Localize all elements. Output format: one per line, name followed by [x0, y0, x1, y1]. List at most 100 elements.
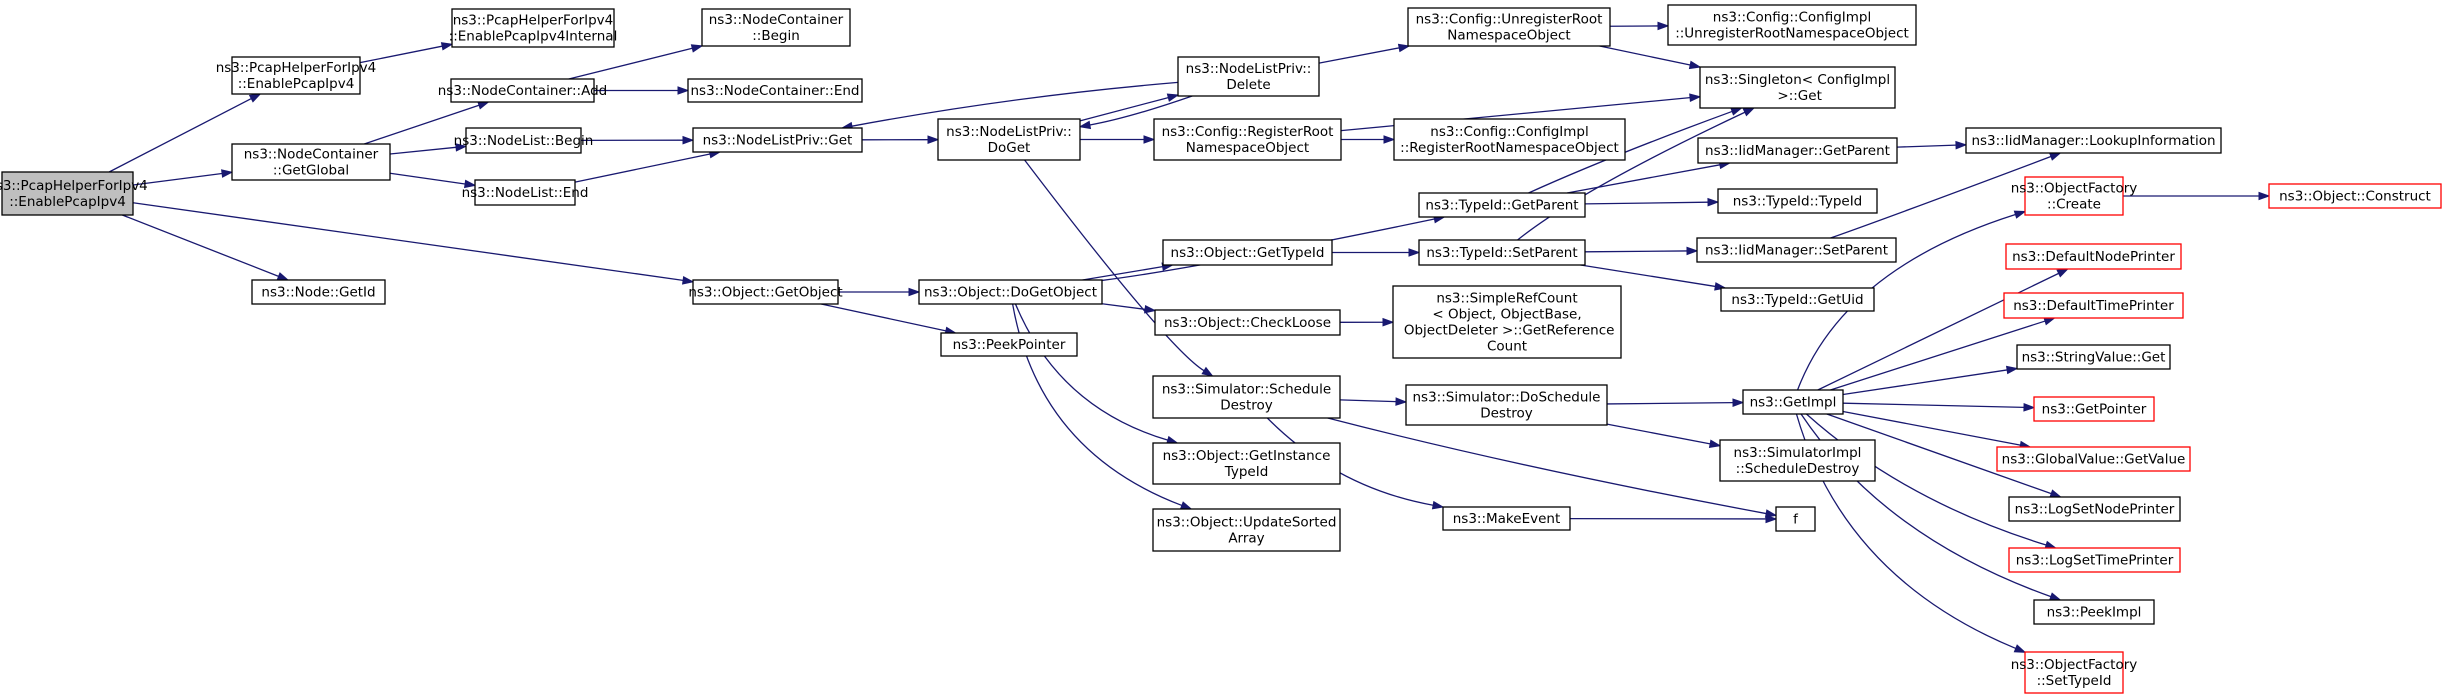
node-box[interactable]: [1152, 375, 1341, 419]
node-box[interactable]: [1697, 137, 1898, 164]
node-box[interactable]: [2016, 344, 2171, 370]
node-nc_begin[interactable]: ns3::NodeContainer::Begin: [701, 8, 851, 47]
node-nl_end[interactable]: ns3::NodeList::End: [462, 179, 589, 206]
node-box[interactable]: [1667, 4, 1917, 46]
node-box[interactable]: [1405, 384, 1608, 426]
node-box[interactable]: [1720, 287, 1875, 312]
node-sim_scheduledestroy[interactable]: ns3::Simulator::ScheduleDestroy: [1152, 375, 1341, 419]
node-typeid_getparent[interactable]: ns3::TypeId::GetParent: [1418, 192, 1586, 218]
node-box[interactable]: [450, 78, 595, 103]
node-box[interactable]: [1965, 127, 2222, 154]
node-defaulttimeprinter[interactable]: ns3::DefaultTimePrinter: [2003, 292, 2184, 319]
node-getimpl[interactable]: ns3::GetImpl: [1742, 389, 1844, 415]
node-box[interactable]: [2024, 176, 2124, 216]
node-box[interactable]: [2268, 183, 2442, 209]
node-box[interactable]: [1407, 7, 1611, 47]
node-box[interactable]: [2033, 396, 2155, 422]
node-typeid_typeid[interactable]: ns3::TypeId::TypeId: [1717, 188, 1878, 214]
node-box[interactable]: [2008, 547, 2181, 573]
node-box[interactable]: [918, 279, 1103, 305]
node-box[interactable]: [2005, 243, 2182, 270]
node-enable_internal[interactable]: ns3::PcapHelperForIpv4::EnablePcapIpv4In…: [449, 8, 618, 48]
node-box[interactable]: [940, 332, 1078, 357]
node-objfactory_settypeid[interactable]: ns3::ObjectFactory::SetTypeId: [2011, 651, 2138, 694]
node-box[interactable]: [231, 56, 361, 95]
node-box[interactable]: [231, 143, 391, 181]
node-box[interactable]: [2024, 651, 2124, 694]
node-box[interactable]: [1393, 118, 1626, 161]
node-box[interactable]: [1696, 237, 1897, 263]
node-box[interactable]: [1699, 66, 1896, 109]
node-box[interactable]: [465, 127, 582, 154]
node-box[interactable]: [1154, 309, 1341, 336]
node-obj_gettypeid[interactable]: ns3::Object::GetTypeId: [1162, 239, 1333, 266]
node-cfg_unregister[interactable]: ns3::Config::UnregisterRootNamespaceObje…: [1407, 7, 1611, 47]
node-singleton_get[interactable]: ns3::Singleton< ConfigImpl >::Get: [1699, 66, 1896, 109]
node-globalvalue_getvalue[interactable]: ns3::GlobalValue::GetValue: [1996, 446, 2191, 472]
node-box[interactable]: [1162, 239, 1333, 266]
node-stringvalue_get[interactable]: ns3::StringValue::Get: [2016, 344, 2171, 370]
node-box[interactable]: [692, 279, 839, 305]
node-nl_begin[interactable]: ns3::NodeList::Begin: [454, 127, 594, 154]
node-box[interactable]: [701, 8, 851, 47]
node-peekimpl[interactable]: ns3::PeekImpl: [2033, 599, 2155, 625]
node-box[interactable]: [1418, 239, 1586, 266]
node-box[interactable]: [687, 78, 863, 103]
node-enable_pcap[interactable]: ns3::PcapHelperForIpv4::EnablePcapIpv4: [216, 56, 377, 95]
node-box[interactable]: [1719, 439, 1876, 482]
node-box[interactable]: [1442, 506, 1571, 531]
node-box[interactable]: [1996, 446, 2191, 472]
node-box[interactable]: [2003, 292, 2184, 319]
node-objfactory_create[interactable]: ns3::ObjectFactory::Create: [2011, 176, 2138, 216]
node-obj_construct[interactable]: ns3::Object::Construct: [2268, 183, 2442, 209]
node-box[interactable]: [1177, 56, 1320, 97]
node-box[interactable]: [1775, 506, 1816, 532]
node-nlp_doget[interactable]: ns3::NodeListPriv::DoGet: [937, 118, 1081, 161]
node-peekpointer[interactable]: ns3::PeekPointer: [940, 332, 1078, 357]
node-nc_getglobal[interactable]: ns3::NodeContainer::GetGlobal: [231, 143, 391, 181]
node-cfg_register[interactable]: ns3::Config::RegisterRootNamespaceObject: [1153, 118, 1342, 161]
node-nlp_get[interactable]: ns3::NodeListPriv::Get: [692, 127, 863, 153]
node-logsettimeprinter[interactable]: ns3::LogSetTimePrinter: [2008, 547, 2181, 573]
node-simimpl_scheduledestroy[interactable]: ns3::SimulatorImpl::ScheduleDestroy: [1719, 439, 1876, 482]
node-box[interactable]: [937, 118, 1081, 161]
node-makeevent[interactable]: ns3::MakeEvent: [1442, 506, 1571, 531]
node-box[interactable]: [1392, 285, 1622, 359]
node-box[interactable]: [1, 171, 134, 216]
node-nlp_delete[interactable]: ns3::NodeListPriv::Delete: [1177, 56, 1320, 97]
node-iid_setparent[interactable]: ns3::IidManager::SetParent: [1696, 237, 1897, 263]
node-box[interactable]: [251, 279, 386, 305]
node-node_getid[interactable]: ns3::Node::GetId: [251, 279, 386, 305]
node-obj_checkloose[interactable]: ns3::Object::CheckLoose: [1154, 309, 1341, 336]
node-box[interactable]: [692, 127, 863, 153]
node-box[interactable]: [2033, 599, 2155, 625]
node-nc_end[interactable]: ns3::NodeContainer::End: [687, 78, 863, 103]
node-dogetobject[interactable]: ns3::Object::DoGetObject: [918, 279, 1103, 305]
node-cfgimpl_register[interactable]: ns3::Config::ConfigImpl::RegisterRootNam…: [1393, 118, 1626, 161]
node-box[interactable]: [1418, 192, 1586, 218]
node-logsetnodeprinter[interactable]: ns3::LogSetNodePrinter: [2008, 496, 2181, 522]
node-nc_add[interactable]: ns3::NodeContainer::Add: [438, 78, 607, 103]
node-defaultnodeprinter[interactable]: ns3::DefaultNodePrinter: [2005, 243, 2182, 270]
node-box[interactable]: [451, 8, 615, 48]
node-box[interactable]: [1153, 118, 1342, 161]
node-box[interactable]: [474, 179, 576, 206]
node-iid_lookup[interactable]: ns3::IidManager::LookupInformation: [1965, 127, 2222, 154]
node-box[interactable]: [1717, 188, 1878, 214]
node-typeid_getuid[interactable]: ns3::TypeId::GetUid: [1720, 287, 1875, 312]
node-root[interactable]: ns3::PcapHelperForIpv4::EnablePcapIpv4: [0, 171, 148, 216]
node-getobject[interactable]: ns3::Object::GetObject: [688, 279, 843, 305]
node-box[interactable]: [1152, 442, 1341, 485]
node-cfgimpl_unregister[interactable]: ns3::Config::ConfigImpl::UnregisterRootN…: [1667, 4, 1917, 46]
node-box[interactable]: [1152, 508, 1341, 552]
node-refcount[interactable]: ns3::SimpleRefCount< Object, ObjectBase,…: [1392, 285, 1622, 359]
node-iid_getparent[interactable]: ns3::IidManager::GetParent: [1697, 137, 1898, 164]
node-f[interactable]: f: [1775, 506, 1816, 532]
node-box[interactable]: [2008, 496, 2181, 522]
node-typeid_setparent[interactable]: ns3::TypeId::SetParent: [1418, 239, 1586, 266]
node-box[interactable]: [1742, 389, 1844, 415]
node-getpointer[interactable]: ns3::GetPointer: [2033, 396, 2155, 422]
